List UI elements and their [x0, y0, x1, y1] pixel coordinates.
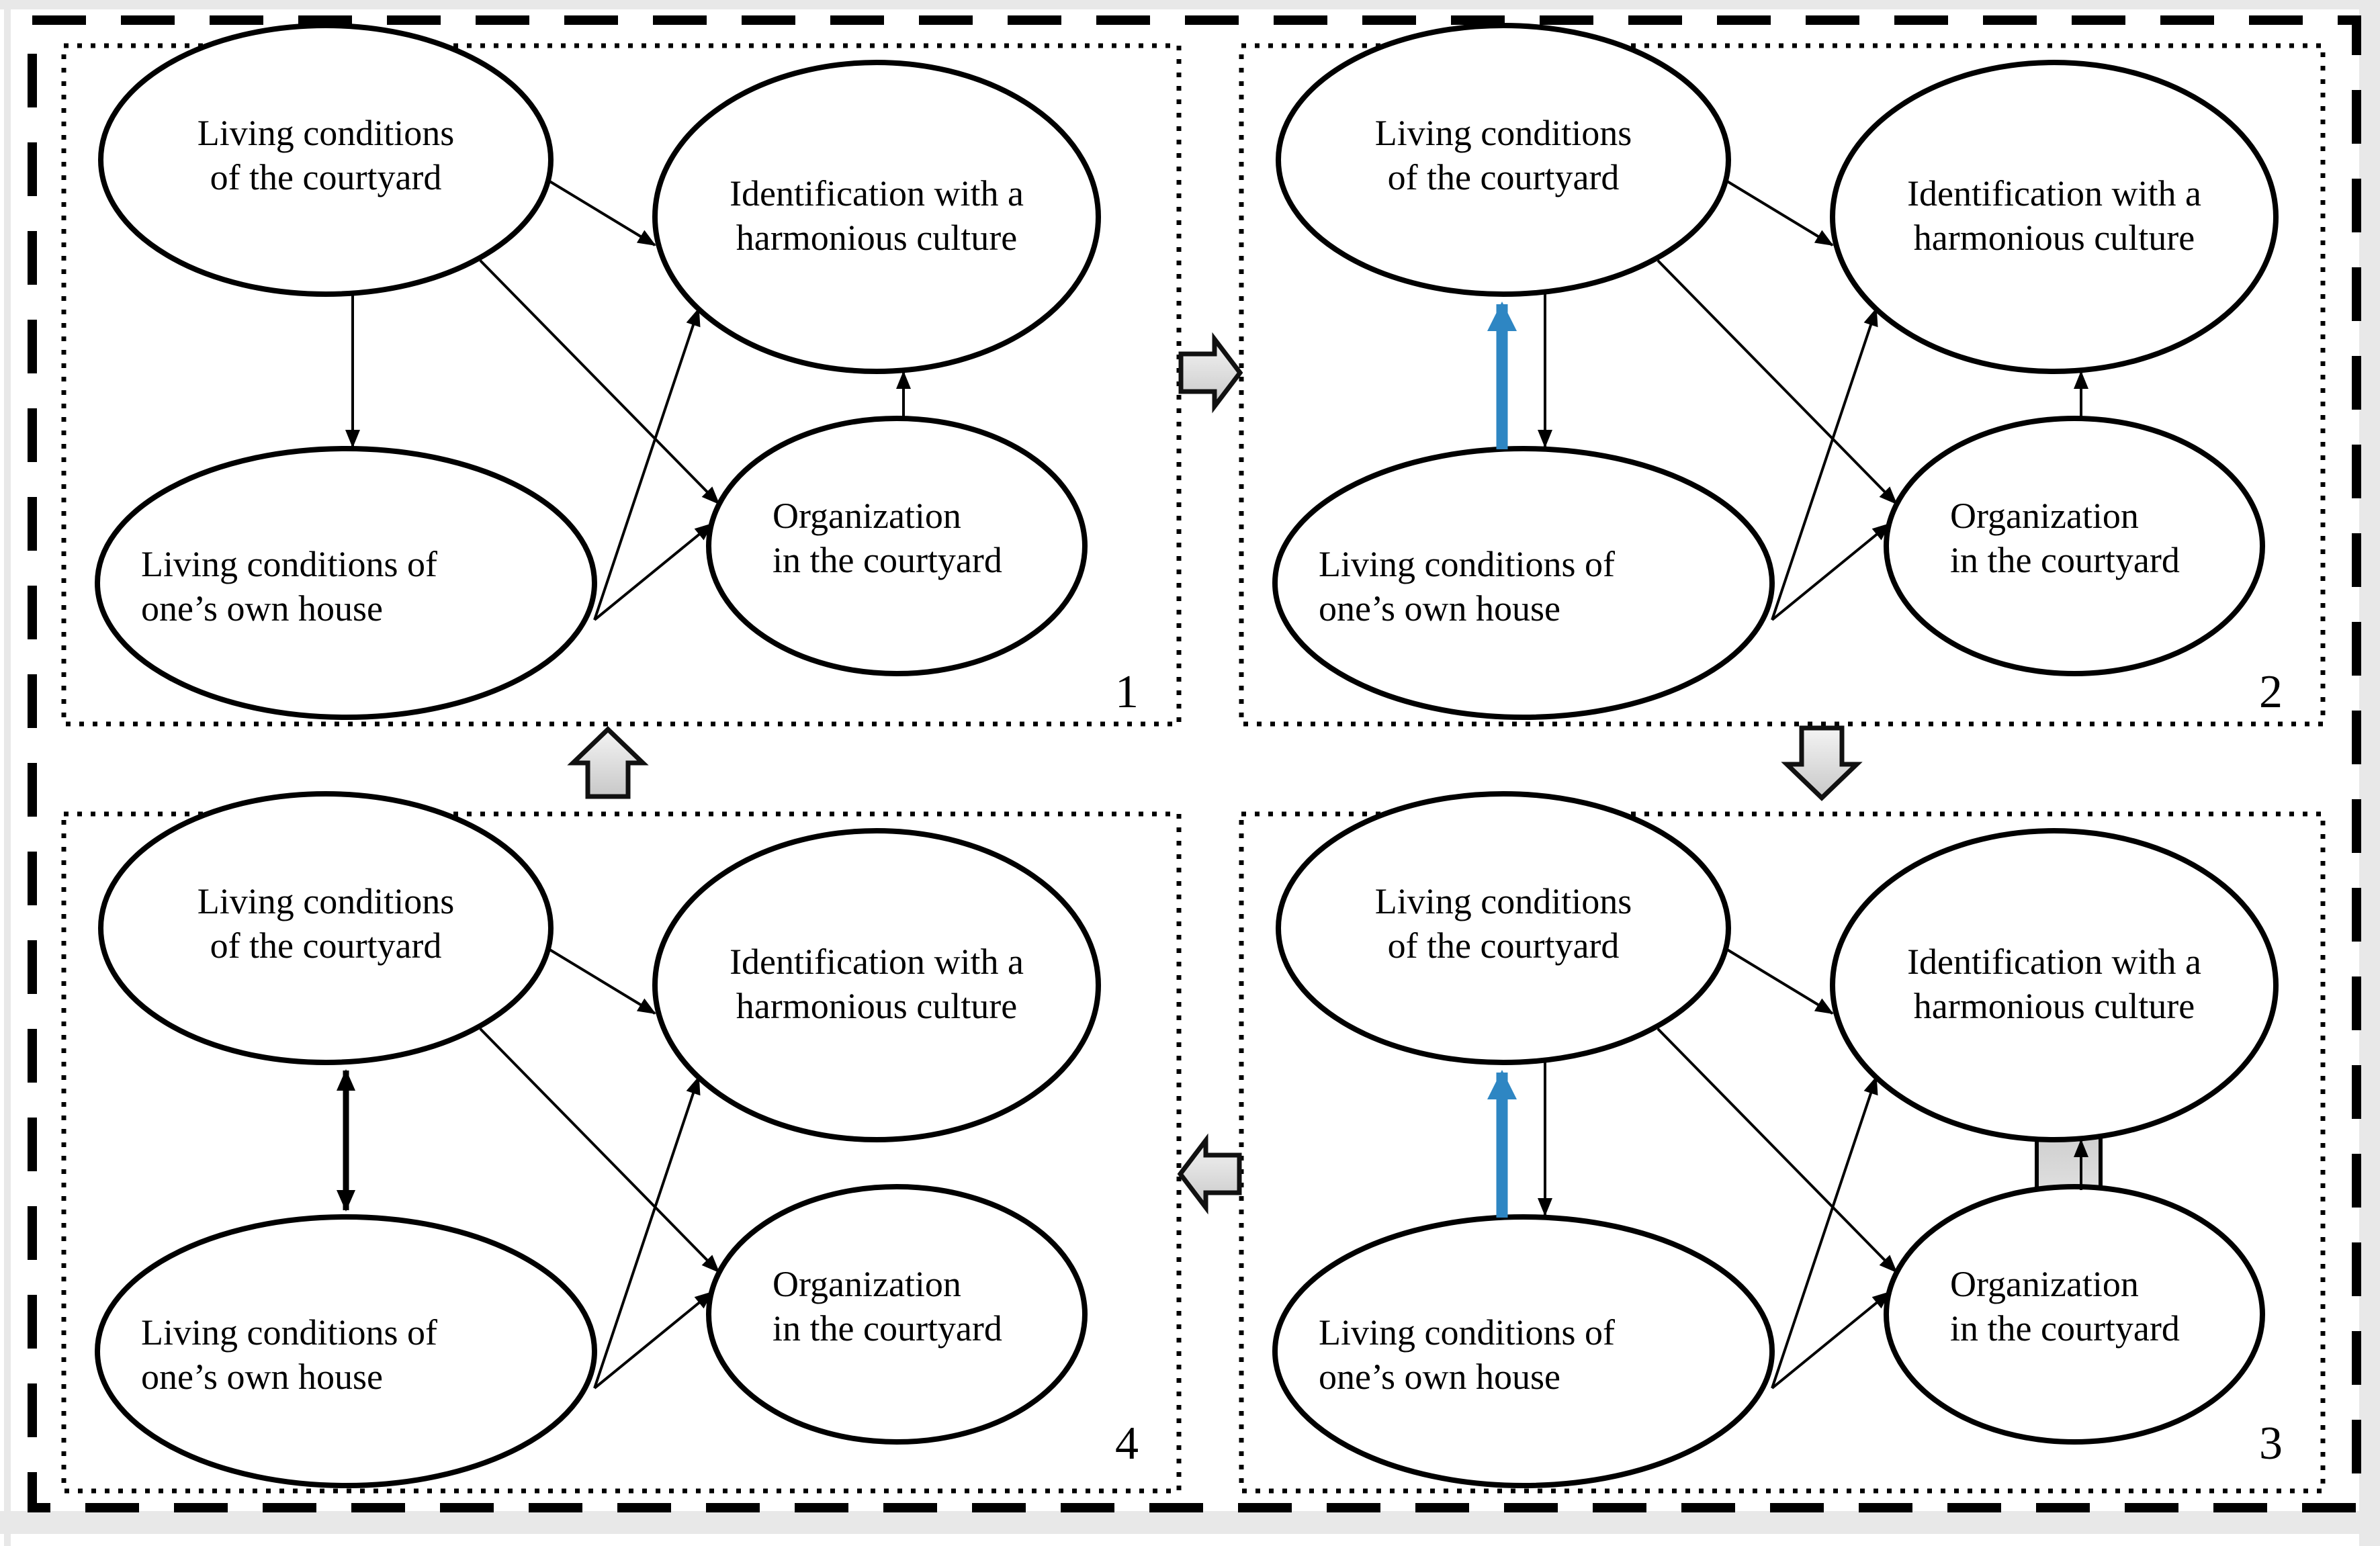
node-label-line: Organization [1950, 1264, 2139, 1304]
node-identification-harmonious-culture [1830, 60, 2279, 374]
node-living-conditions-courtyard [98, 791, 554, 1065]
edge-courtyard-to-organization [479, 1028, 720, 1273]
edge-house-to-identification [1771, 1076, 1878, 1389]
node-organization-courtyard [1884, 416, 2265, 676]
node-living-conditions-own-house [1272, 1214, 1775, 1488]
node-label-line: of the courtyard [210, 925, 442, 966]
node-living-conditions-courtyard [98, 23, 554, 297]
node-living-conditions-courtyard [1276, 23, 1731, 297]
node-label-line: in the courtyard [773, 1308, 1002, 1349]
edge-house-to-identification [593, 1076, 701, 1389]
page-margin-top [0, 0, 2380, 9]
node-label-line: in the courtyard [773, 540, 1002, 580]
flow-arrow-up-icon [567, 726, 649, 799]
node-identification-harmonious-culture [652, 60, 1101, 374]
flow-arrow-down-icon [1781, 725, 1863, 801]
panel-number: 3 [2259, 1418, 2283, 1469]
node-label-line: one’s own house [141, 588, 383, 629]
edge-house-to-organization [593, 522, 713, 621]
edge-house-to-organization [1771, 522, 1891, 621]
node-label-line: of the courtyard [1388, 925, 1620, 966]
panel-4-border [61, 811, 1182, 1494]
flow-arrow-right-icon [1178, 332, 1243, 414]
edge-courtyard-to-organization [1657, 1028, 1898, 1273]
node-label-line: Living conditions of [1319, 544, 1615, 584]
node-organization-courtyard [1884, 1184, 2265, 1445]
node-label-line: in the courtyard [1950, 1308, 2180, 1349]
edge-house-to-organization [1771, 1291, 1891, 1390]
edge-courtyard-to-identification [1724, 179, 1834, 246]
node-label-line: harmonious culture [736, 986, 1017, 1026]
node-label-line: Organization [773, 1264, 961, 1304]
node-label-line: Living conditions [197, 113, 454, 153]
outer-dashed-border [28, 15, 2361, 1512]
panel-2: Living conditions of the courtyard Livin… [1239, 23, 2326, 727]
node-label-line: Organization [773, 496, 961, 536]
panel-number: 2 [2259, 666, 2283, 718]
edge-courtyard-to-identification [546, 179, 656, 246]
page-margin-right [2359, 0, 2380, 1546]
node-label-line: Living conditions [1375, 881, 1632, 921]
node-label-line: Identification with a [730, 173, 1024, 214]
node-living-conditions-own-house [1272, 446, 1775, 720]
edge-house-to-organization [593, 1291, 713, 1390]
node-label-line: in the courtyard [1950, 540, 2180, 580]
panel-2-border [1239, 43, 2326, 727]
panel-1: Living conditions of the courtyard Livin… [61, 23, 1182, 727]
edge-courtyard-to-organization [1657, 259, 1898, 505]
panel-3-border [1239, 811, 2326, 1494]
edge-courtyard-to-identification [546, 947, 656, 1015]
node-identification-harmonious-culture [652, 828, 1101, 1142]
page-margin-left [4, 0, 11, 1546]
node-label-line: one’s own house [1319, 588, 1560, 629]
node-label-line: harmonious culture [1914, 218, 2195, 258]
panel-4: Living conditions of the courtyard Livin… [61, 791, 1182, 1494]
edge-courtyard-to-identification [1724, 947, 1834, 1015]
node-organization-courtyard [706, 416, 1088, 676]
page-margin-bottom [0, 1511, 2380, 1534]
node-label-line: Living conditions [1375, 113, 1632, 153]
node-label-line: of the courtyard [1388, 157, 1620, 197]
node-label-line: Identification with a [730, 942, 1024, 982]
node-label-line: harmonious culture [736, 218, 1017, 258]
node-organization-courtyard [706, 1184, 1088, 1445]
node-label-line: Living conditions of [141, 1312, 437, 1353]
panel-number: 1 [1115, 666, 1139, 718]
node-label-line: Identification with a [1907, 942, 2201, 982]
node-living-conditions-own-house [95, 1214, 597, 1488]
edge-house-to-identification [593, 308, 701, 621]
node-label-line: of the courtyard [210, 157, 442, 197]
panel-number: 4 [1115, 1418, 1139, 1469]
flow-arrow-left-icon [1177, 1133, 1242, 1215]
node-identification-harmonious-culture [1830, 828, 2279, 1142]
node-label-line: one’s own house [141, 1357, 383, 1397]
node-label-line: Living conditions of [141, 544, 437, 584]
node-living-conditions-courtyard [1276, 791, 1731, 1065]
edge-house-to-identification [1771, 308, 1878, 621]
node-living-conditions-own-house [95, 446, 597, 720]
node-label-line: Organization [1950, 496, 2139, 536]
edge-courtyard-to-organization [479, 259, 720, 505]
node-label-line: harmonious culture [1914, 986, 2195, 1026]
panel-3: Living conditions of the courtyard Livin… [1239, 791, 2326, 1494]
node-label-line: one’s own house [1319, 1357, 1560, 1397]
node-label-line: Living conditions [197, 881, 454, 921]
node-label-line: Identification with a [1907, 173, 2201, 214]
node-label-line: Living conditions of [1319, 1312, 1615, 1353]
